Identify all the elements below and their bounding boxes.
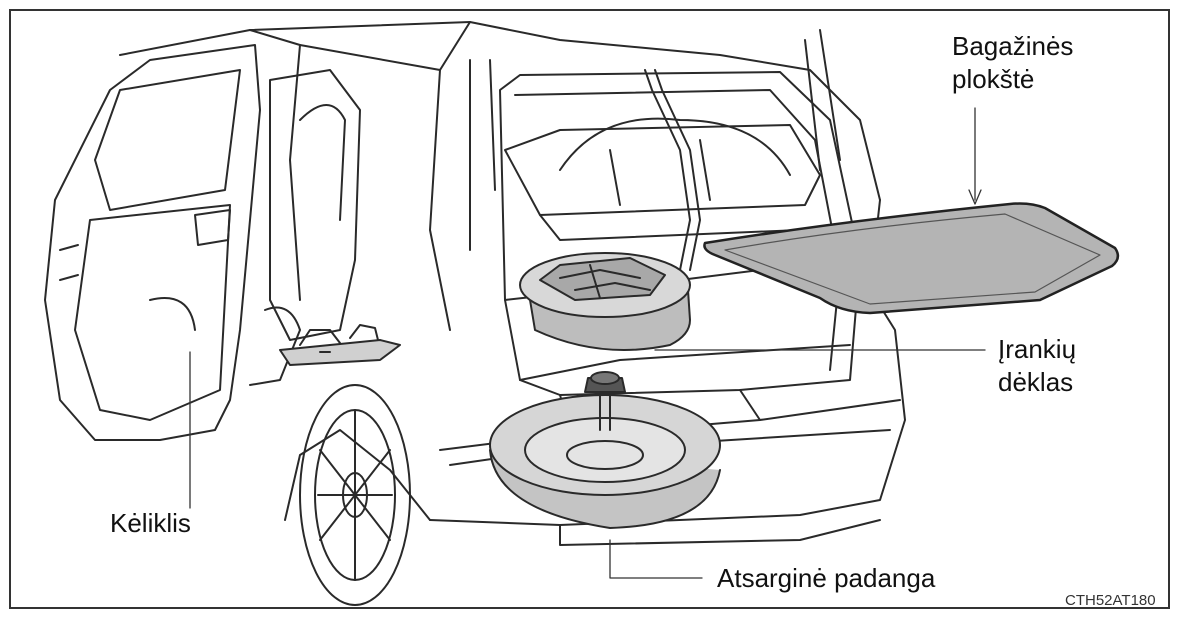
cargo-board-label: Bagažinės plokštė xyxy=(952,30,1073,96)
figure-code: CTH52AT180 xyxy=(1065,592,1156,609)
tool-tray xyxy=(520,253,690,350)
jack-label: Kėliklis xyxy=(110,507,191,540)
rear-door xyxy=(45,45,260,440)
cargo-board xyxy=(704,204,1117,314)
spare-tire xyxy=(490,372,720,528)
tool-tray-label-line1: Įrankių xyxy=(998,333,1076,366)
cargo-board-label-line2: plokštė xyxy=(952,63,1073,96)
tool-tray-label: Įrankių dėklas xyxy=(998,333,1076,399)
spare-tire-label: Atsarginė padanga xyxy=(717,562,935,595)
tool-tray-label-line2: dėklas xyxy=(998,366,1076,399)
cargo-board-label-line1: Bagažinės xyxy=(952,30,1073,63)
rear-wheel xyxy=(300,385,410,605)
